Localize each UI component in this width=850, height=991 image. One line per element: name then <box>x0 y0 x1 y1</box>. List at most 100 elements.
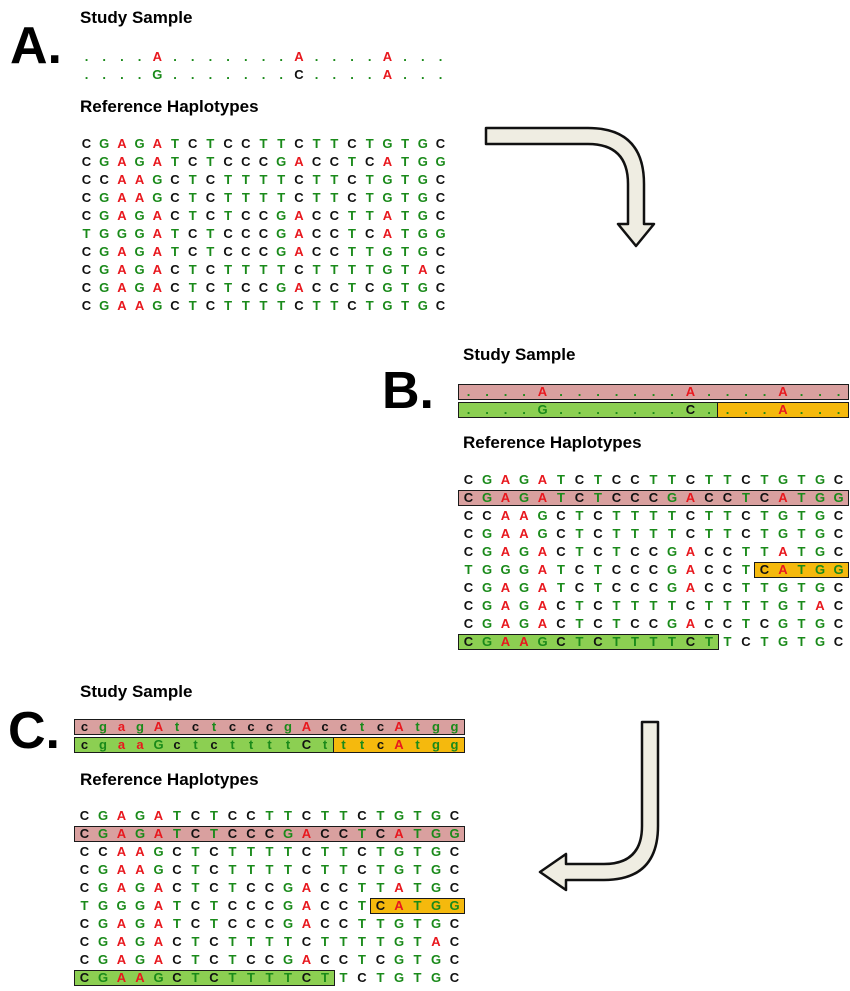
ref-base: C <box>364 280 375 295</box>
ref-base: C <box>190 826 201 841</box>
ref-base: T <box>171 154 179 169</box>
sample-base: t <box>341 737 346 752</box>
ref-base: T <box>358 826 366 841</box>
sample-base: . <box>725 384 730 399</box>
ref-base: G <box>814 634 826 649</box>
sample-base: . <box>226 49 230 64</box>
ref-base: A <box>116 952 127 967</box>
ref-base: C <box>463 634 474 649</box>
sample-base: t <box>359 737 365 752</box>
sample-base: . <box>350 49 354 64</box>
sample-base: . <box>190 67 195 82</box>
ref-base: G <box>382 136 393 151</box>
ref-base: T <box>760 508 769 523</box>
ref-base: T <box>760 598 769 613</box>
ref-base: C <box>294 190 304 205</box>
ref-base: T <box>173 826 181 841</box>
sample-base: t <box>267 737 272 752</box>
highlight-band <box>754 562 849 578</box>
ref-base: G <box>97 862 109 877</box>
ref-base: C <box>246 880 256 895</box>
ref-base: T <box>376 916 385 931</box>
ref-base: T <box>760 526 769 541</box>
ref-base: T <box>191 970 200 985</box>
sample-base: t <box>285 737 291 752</box>
ref-base: A <box>153 898 164 913</box>
ref-base: A <box>152 262 162 277</box>
ref-base: C <box>375 898 386 913</box>
ref-base: C <box>722 562 733 577</box>
ref-base: T <box>247 844 255 859</box>
sample-base: . <box>137 67 142 82</box>
ref-base: A <box>294 208 304 223</box>
ref-base: C <box>329 226 339 241</box>
ref-base: C <box>209 844 219 859</box>
ref-base: T <box>365 190 374 205</box>
ref-base: C <box>329 244 339 259</box>
ref-base: A <box>153 916 164 931</box>
ref-base: T <box>191 862 200 877</box>
ref-base: G <box>430 844 442 859</box>
ref-base: C <box>79 952 90 967</box>
ref-base: C <box>435 208 446 223</box>
ref-base: C <box>81 262 92 277</box>
ref-base: C <box>329 208 339 223</box>
ref-base: C <box>463 616 474 631</box>
highlight-band <box>458 634 719 650</box>
sample-base: t <box>230 737 235 752</box>
sample-base: g <box>450 737 459 752</box>
ref-base: G <box>393 862 405 877</box>
ref-base: C <box>209 862 219 877</box>
sample-base: . <box>120 49 124 64</box>
sample-base: . <box>818 402 822 417</box>
ref-base: G <box>430 862 442 877</box>
ref-base: C <box>190 808 201 823</box>
ref-base: C <box>463 472 474 487</box>
ref-base: C <box>630 580 640 595</box>
ref-base: C <box>241 154 251 169</box>
ref-base: C <box>449 934 460 949</box>
ref-base: T <box>401 154 410 169</box>
ref-base: C <box>209 934 219 949</box>
ref-base: G <box>99 226 110 241</box>
ref-base: G <box>276 244 287 259</box>
ref-base: A <box>152 136 162 151</box>
ref-base: C <box>187 136 198 151</box>
ref-base: C <box>223 226 233 241</box>
ref-base: C <box>320 898 330 913</box>
ref-base: T <box>365 298 374 313</box>
ref-base: G <box>417 172 428 187</box>
ref-base: G <box>814 526 826 541</box>
ref-base: A <box>685 616 696 631</box>
ref-base: A <box>116 934 127 949</box>
ref-base: A <box>685 490 696 505</box>
sample-base: c <box>191 719 200 734</box>
ref-base: C <box>648 490 659 505</box>
ref-base: T <box>224 172 233 187</box>
ref-base: C <box>630 616 640 631</box>
ref-base: C <box>258 280 269 295</box>
ref-base: T <box>723 472 732 487</box>
ref-base: G <box>481 472 493 487</box>
ref-base: A <box>152 280 162 295</box>
ref-base: C <box>294 262 304 277</box>
ref-base: T <box>339 844 348 859</box>
sample-base: . <box>332 67 337 82</box>
ref-base: C <box>79 826 90 841</box>
ref-base: T <box>401 190 410 205</box>
ref-base: G <box>537 508 548 523</box>
ref-base: T <box>284 862 292 877</box>
ref-base: T <box>171 244 179 259</box>
ref-base: T <box>797 598 806 613</box>
ref-base: T <box>594 580 602 595</box>
ref-base: A <box>294 244 304 259</box>
ref-base: T <box>401 208 410 223</box>
ref-base: C <box>246 898 256 913</box>
ref-base: C <box>311 154 322 169</box>
sample-base: . <box>485 384 489 399</box>
ref-base: A <box>117 298 127 313</box>
ref-base: T <box>365 244 374 259</box>
